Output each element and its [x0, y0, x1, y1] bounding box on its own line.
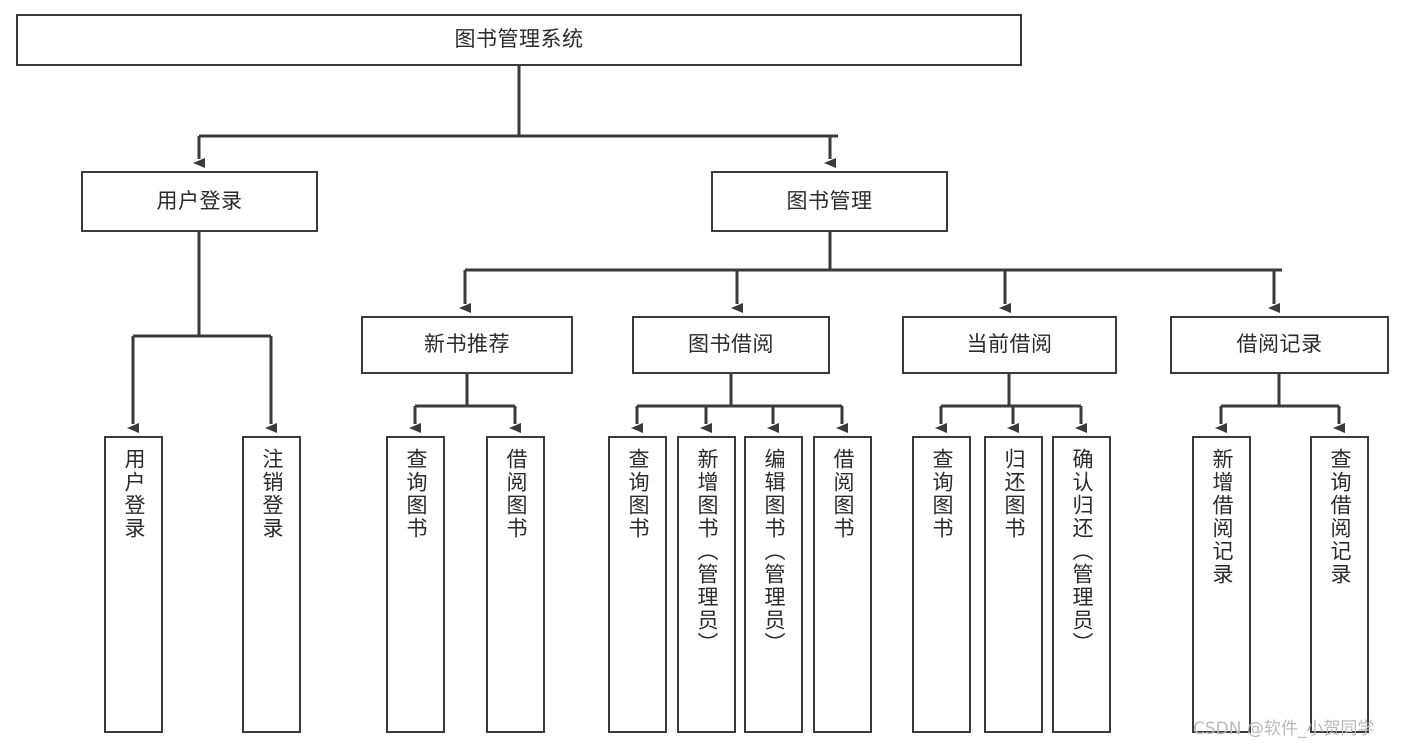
leaf-borrow-book-2-label: 借阅图书	[831, 448, 855, 540]
connector-currentborrow-to-leaves	[935, 374, 1087, 433]
node-book-manage[interactable]: 图书管理	[711, 171, 948, 232]
leaf-edit-book-label: 编辑图书（管理员）	[762, 448, 786, 655]
leaf-add-book-label: 新增图书（管理员）	[695, 448, 719, 655]
connector-root-to-level2	[193, 66, 838, 168]
leaf-logout-label: 注销登录	[260, 448, 284, 540]
leaf-borrow-book-1-label: 借阅图书	[504, 448, 528, 540]
leaf-edit-book[interactable]: 编辑图书（管理员）	[744, 436, 803, 733]
leaf-add-record[interactable]: 新增借阅记录	[1192, 436, 1251, 733]
node-current-borrow[interactable]: 当前借阅	[902, 316, 1117, 374]
leaf-return-book[interactable]: 归还图书	[984, 436, 1043, 733]
leaf-user-login-label: 用户登录	[122, 448, 146, 540]
connector-userlogin-to-leaves	[127, 232, 277, 433]
leaf-borrow-book-1[interactable]: 借阅图书	[486, 436, 545, 733]
node-new-book-recommend-label: 新书推荐	[424, 332, 510, 357]
node-borrow-record[interactable]: 借阅记录	[1170, 316, 1389, 374]
leaf-logout[interactable]: 注销登录	[242, 436, 301, 733]
node-user-login[interactable]: 用户登录	[81, 171, 318, 232]
node-book-manage-label: 图书管理	[786, 188, 873, 213]
leaf-query-book-3[interactable]: 查询图书	[912, 436, 971, 733]
node-new-book-recommend[interactable]: 新书推荐	[361, 316, 573, 374]
node-root[interactable]: 图书管理系统	[16, 14, 1022, 66]
csdn-watermark: CSDN @软件_小贺同学	[1193, 719, 1375, 739]
leaf-confirm-return[interactable]: 确认归还（管理员）	[1052, 436, 1111, 733]
leaf-confirm-return-label: 确认归还（管理员）	[1070, 448, 1094, 655]
connector-bookmanage-to-level3	[459, 232, 1282, 313]
leaf-query-book-1[interactable]: 查询图书	[386, 436, 445, 733]
node-user-login-label: 用户登录	[156, 188, 243, 213]
leaf-add-book[interactable]: 新增图书（管理员）	[677, 436, 736, 733]
node-book-borrow-label: 图书借阅	[688, 332, 774, 357]
leaf-query-book-2[interactable]: 查询图书	[608, 436, 667, 733]
leaf-borrow-book-2[interactable]: 借阅图书	[813, 436, 872, 733]
node-borrow-record-label: 借阅记录	[1236, 332, 1323, 357]
leaf-query-book-3-label: 查询图书	[930, 448, 954, 540]
node-root-label: 图书管理系统	[454, 27, 584, 52]
connector-borrowrecord-to-leaves	[1215, 374, 1345, 433]
leaf-query-record[interactable]: 查询借阅记录	[1310, 436, 1369, 733]
leaf-query-book-2-label: 查询图书	[626, 448, 650, 540]
leaf-add-record-label: 新增借阅记录	[1210, 448, 1234, 586]
connector-newbook-to-leaves	[409, 374, 521, 433]
leaf-query-book-1-label: 查询图书	[404, 448, 428, 540]
node-current-borrow-label: 当前借阅	[966, 332, 1053, 357]
node-book-borrow[interactable]: 图书借阅	[632, 316, 830, 374]
leaf-user-login[interactable]: 用户登录	[104, 436, 163, 733]
leaf-return-book-label: 归还图书	[1002, 448, 1026, 540]
connector-bookborrow-to-leaves	[631, 374, 848, 433]
leaf-query-record-label: 查询借阅记录	[1328, 448, 1352, 586]
